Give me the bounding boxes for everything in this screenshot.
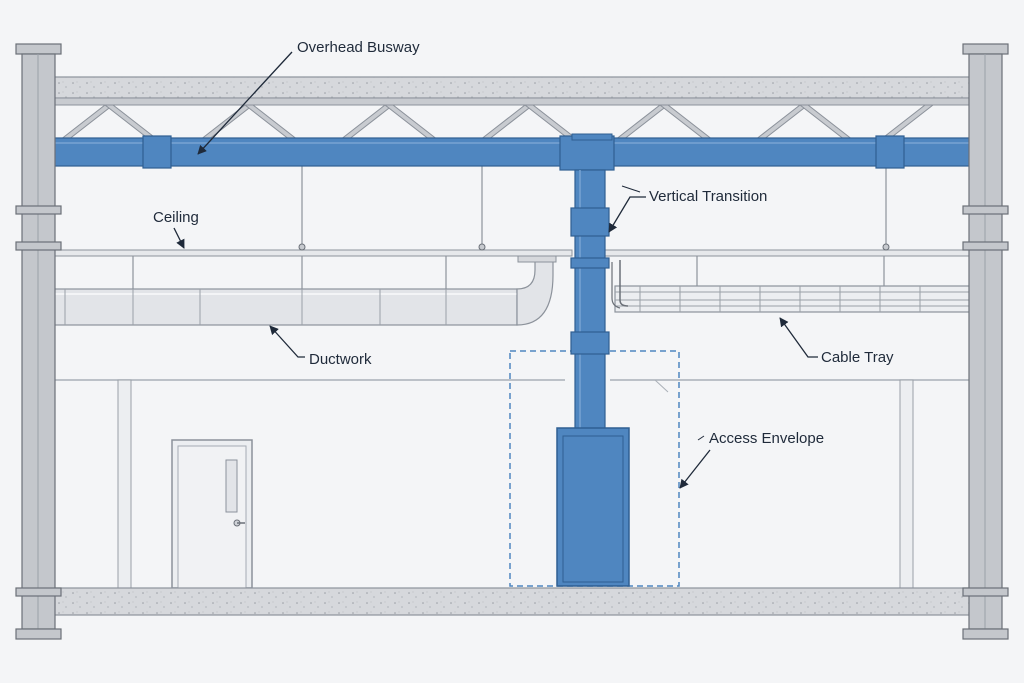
leader-ductwork (269, 325, 305, 358)
floor-slab (51, 587, 973, 616)
leader-cable-tray (779, 317, 818, 358)
leader-transition (608, 196, 646, 233)
leader-ceiling (173, 227, 185, 249)
busway-joint (875, 135, 905, 169)
overhead-busway (51, 135, 973, 169)
room-interior (52, 379, 972, 589)
roof-slab (51, 76, 973, 99)
label-vertical-transition: Vertical Transition (649, 188, 767, 205)
label-ceiling: Ceiling (153, 209, 199, 226)
door (171, 439, 253, 589)
tee-junction (559, 135, 615, 171)
leader-lines (173, 51, 818, 489)
label-access-envelope: Access Envelope (709, 430, 824, 447)
hanger-rods (132, 165, 887, 290)
busway-joint (142, 135, 172, 169)
busway-joint (570, 331, 610, 355)
label-cable-tray: Cable Tray (821, 349, 894, 366)
cable-tray (611, 260, 973, 313)
ceiling-line (51, 243, 973, 257)
wall-column-right (899, 379, 914, 589)
leader-access (679, 449, 711, 489)
ductwork (51, 255, 557, 326)
electrical-panel (556, 427, 630, 587)
steel-column-right (962, 43, 1009, 640)
leader-busway (197, 51, 293, 155)
wall-column-left (117, 379, 132, 589)
steel-column-left (15, 43, 62, 640)
label-ductwork: Ductwork (309, 351, 372, 368)
label-overhead-busway: Overhead Busway (297, 39, 420, 56)
busway-joint (570, 207, 610, 237)
vertical-busway (556, 133, 630, 587)
roof-truss (51, 97, 973, 141)
